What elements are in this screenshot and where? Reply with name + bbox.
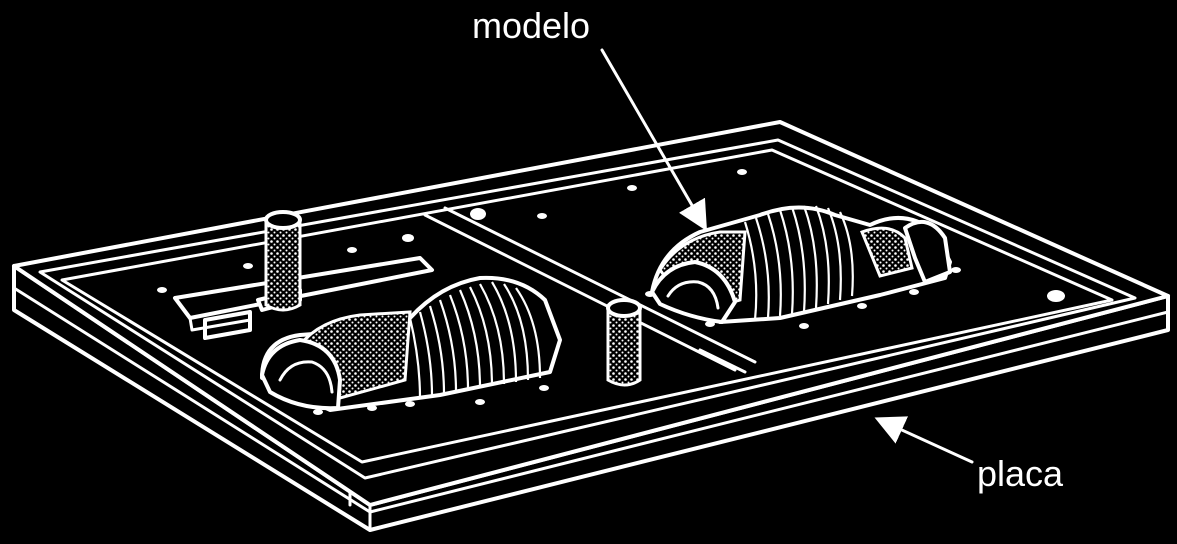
locating-pin-left: [264, 210, 302, 312]
pattern-left: [260, 275, 562, 412]
locating-pin-right: [606, 298, 642, 387]
placa-leader-arrow: [874, 416, 974, 464]
placa-label: placa: [977, 453, 1064, 494]
pattern-right: [650, 205, 952, 324]
plate-frame: [12, 120, 1170, 532]
modelo-leader-arrow: [600, 48, 708, 232]
pattern-right-ribs: [743, 205, 854, 321]
vent-holes: [157, 169, 1065, 415]
pattern-left-ribs: [408, 281, 542, 399]
runner-channel: [173, 256, 434, 340]
center-divider: [423, 213, 737, 372]
modelo-label: modelo: [472, 5, 591, 46]
plate-top-surface: [12, 120, 1170, 507]
plate-inner-rim: [38, 138, 1137, 480]
